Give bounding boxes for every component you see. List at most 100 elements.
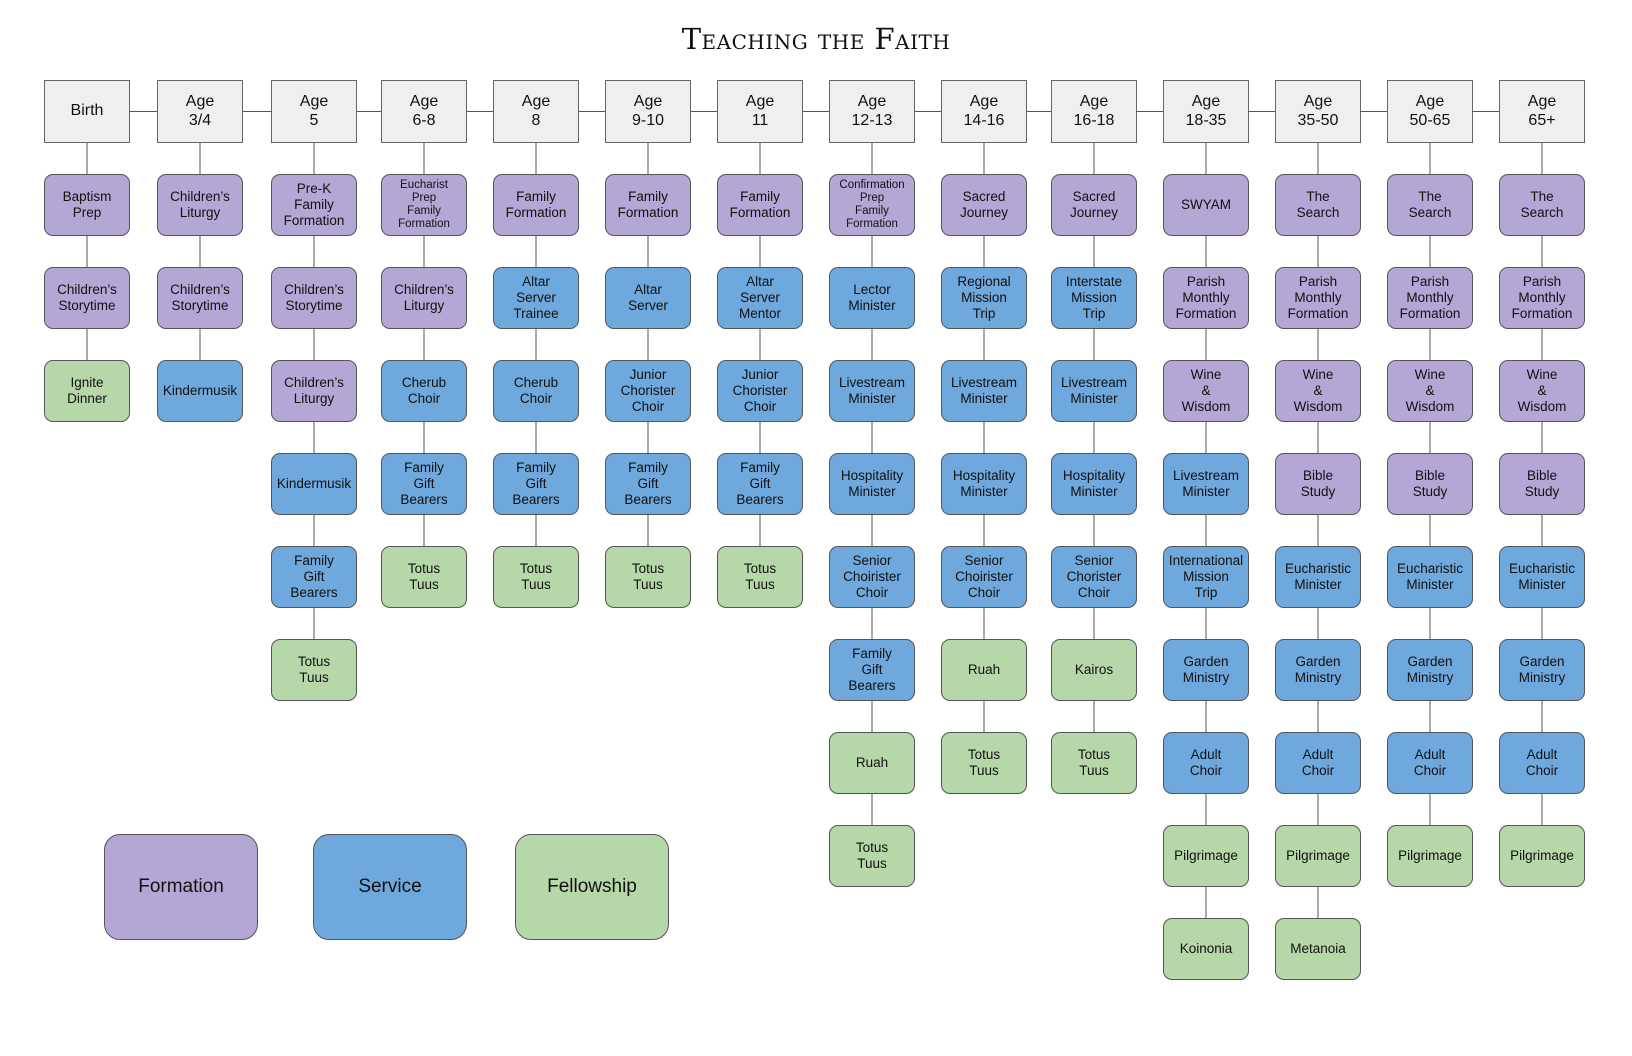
program-box-formation: Children’s Liturgy — [157, 174, 243, 236]
program-box-service: Family Gift Bearers — [271, 546, 357, 608]
program-box-formation: Sacred Journey — [941, 174, 1027, 236]
program-box-fellowship: Totus Tuus — [271, 639, 357, 701]
program-box-service: Senior Choirister Choir — [829, 546, 915, 608]
program-box-service: Senior Chorister Choir — [1051, 546, 1137, 608]
program-box-service: Garden Ministry — [1499, 639, 1585, 701]
program-box-service: Hospitality Minister — [941, 453, 1027, 515]
program-box-service: Hospitality Minister — [829, 453, 915, 515]
program-box-service: Cherub Choir — [381, 360, 467, 422]
program-box-fellowship: Totus Tuus — [717, 546, 803, 608]
program-box-fellowship: Pilgrimage — [1163, 825, 1249, 887]
age-header: Age 14-16 — [941, 80, 1027, 143]
program-box-service: Livestream Minister — [829, 360, 915, 422]
program-box-formation: Wine & Wisdom — [1387, 360, 1473, 422]
program-box-fellowship: Kairos — [1051, 639, 1137, 701]
program-box-fellowship: Totus Tuus — [605, 546, 691, 608]
program-box-service: Cherub Choir — [493, 360, 579, 422]
program-box-fellowship: Pilgrimage — [1499, 825, 1585, 887]
age-header: Age 6-8 — [381, 80, 467, 143]
program-box-formation: Wine & Wisdom — [1499, 360, 1585, 422]
program-box-service: Family Gift Bearers — [381, 453, 467, 515]
program-box-service: Family Gift Bearers — [605, 453, 691, 515]
program-box-formation: Parish Monthly Formation — [1275, 267, 1361, 329]
age-header: Age 3/4 — [157, 80, 243, 143]
program-box-formation: The Search — [1275, 174, 1361, 236]
program-box-formation: Wine & Wisdom — [1163, 360, 1249, 422]
program-box-fellowship: Ignite Dinner — [44, 360, 130, 422]
program-box-fellowship: Ruah — [941, 639, 1027, 701]
program-box-fellowship: Koinonia — [1163, 918, 1249, 980]
program-box-service: Junior Chorister Choir — [605, 360, 691, 422]
age-header: Age 11 — [717, 80, 803, 143]
program-box-formation: The Search — [1387, 174, 1473, 236]
program-box-service: Adult Choir — [1275, 732, 1361, 794]
program-box-service: Eucharistic Minister — [1499, 546, 1585, 608]
program-box-service: Altar Server Trainee — [493, 267, 579, 329]
program-box-service: Eucharistic Minister — [1275, 546, 1361, 608]
program-box-formation: The Search — [1499, 174, 1585, 236]
program-box-service: Livestream Minister — [1051, 360, 1137, 422]
program-box-fellowship: Pilgrimage — [1275, 825, 1361, 887]
program-box-fellowship: Totus Tuus — [1051, 732, 1137, 794]
page-title: Teaching the Faith — [681, 22, 951, 56]
age-header: Age 16-18 — [1051, 80, 1137, 143]
program-box-formation: Parish Monthly Formation — [1163, 267, 1249, 329]
program-box-service: Lector Minister — [829, 267, 915, 329]
program-box-service: Eucharistic Minister — [1387, 546, 1473, 608]
program-box-formation: Confirmation Prep Family Formation — [829, 174, 915, 236]
program-box-formation: Children’s Liturgy — [381, 267, 467, 329]
age-header: Age 8 — [493, 80, 579, 143]
program-box-service: Interstate Mission Trip — [1051, 267, 1137, 329]
program-box-formation: Family Formation — [605, 174, 691, 236]
program-box-fellowship: Metanoia — [1275, 918, 1361, 980]
program-box-service: Adult Choir — [1499, 732, 1585, 794]
program-box-service: Altar Server Mentor — [717, 267, 803, 329]
program-box-formation: SWYAM — [1163, 174, 1249, 236]
program-box-fellowship: Totus Tuus — [941, 732, 1027, 794]
program-box-service: Regional Mission Trip — [941, 267, 1027, 329]
program-box-service: Kindermusik — [157, 360, 243, 422]
program-box-formation: Family Formation — [493, 174, 579, 236]
age-header: Age 50-65 — [1387, 80, 1473, 143]
program-box-service: Hospitality Minister — [1051, 453, 1137, 515]
program-box-formation: Children’s Liturgy — [271, 360, 357, 422]
program-box-service: International Mission Trip — [1163, 546, 1249, 608]
program-box-formation: Baptism Prep — [44, 174, 130, 236]
program-box-formation: Eucharist Prep Family Formation — [381, 174, 467, 236]
program-box-formation: Children’s Storytime — [271, 267, 357, 329]
age-header: Age 18-35 — [1163, 80, 1249, 143]
age-header: Age 35-50 — [1275, 80, 1361, 143]
program-box-service: Adult Choir — [1387, 732, 1473, 794]
program-box-fellowship: Totus Tuus — [381, 546, 467, 608]
program-box-service: Garden Ministry — [1275, 639, 1361, 701]
program-box-formation: Bible Study — [1275, 453, 1361, 515]
program-box-fellowship: Totus Tuus — [829, 825, 915, 887]
legend-service: Service — [313, 834, 467, 940]
program-box-service: Adult Choir — [1163, 732, 1249, 794]
legend-formation: Formation — [104, 834, 258, 940]
program-box-formation: Pre-K Family Formation — [271, 174, 357, 236]
program-box-formation: Children’s Storytime — [44, 267, 130, 329]
age-header: Age 5 — [271, 80, 357, 143]
program-box-service: Kindermusik — [271, 453, 357, 515]
age-header: Age 9-10 — [605, 80, 691, 143]
program-box-service: Livestream Minister — [1163, 453, 1249, 515]
age-header: Age 12-13 — [829, 80, 915, 143]
program-box-formation: Children’s Storytime — [157, 267, 243, 329]
program-box-formation: Parish Monthly Formation — [1387, 267, 1473, 329]
age-header: Birth — [44, 80, 130, 143]
program-box-service: Garden Ministry — [1163, 639, 1249, 701]
legend-fellowship: Fellowship — [515, 834, 669, 940]
program-box-fellowship: Totus Tuus — [493, 546, 579, 608]
program-box-service: Garden Ministry — [1387, 639, 1473, 701]
program-box-formation: Sacred Journey — [1051, 174, 1137, 236]
program-box-service: Senior Choirister Choir — [941, 546, 1027, 608]
program-box-service: Junior Chorister Choir — [717, 360, 803, 422]
program-box-fellowship: Pilgrimage — [1387, 825, 1473, 887]
program-box-formation: Family Formation — [717, 174, 803, 236]
program-box-formation: Parish Monthly Formation — [1499, 267, 1585, 329]
program-box-service: Family Gift Bearers — [493, 453, 579, 515]
program-box-fellowship: Ruah — [829, 732, 915, 794]
age-header: Age 65+ — [1499, 80, 1585, 143]
